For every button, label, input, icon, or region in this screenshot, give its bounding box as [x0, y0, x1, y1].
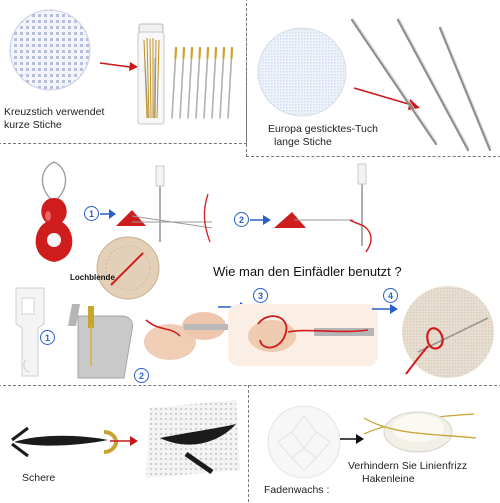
caption-hakenleine-line1: Verhindern Sie Linienfrizz — [348, 460, 468, 472]
label-lochblende: Lochblende — [70, 273, 115, 282]
needle-tube — [137, 23, 165, 125]
step-badge-2-bottom: 2 — [134, 368, 149, 383]
gold-eye-needles — [171, 46, 234, 119]
heading-threader-howto: Wie man den Einfädler benutzt ? — [213, 264, 402, 279]
threader-insert-needle — [116, 165, 213, 243]
caption-kreuzstich-line2: kurze Stiche — [4, 119, 62, 131]
scissors-on-fabric-photo — [146, 400, 240, 478]
caption-europa-line1: Europa gesticktes-Tuch — [268, 123, 378, 135]
thread-wax-puck — [267, 405, 341, 479]
step-badge-1-bottom: 1 — [40, 330, 55, 345]
caption-schere: Schere — [22, 472, 56, 484]
blue-arrow-step2 — [250, 215, 271, 225]
step-badge-1-top: 1 — [84, 206, 99, 221]
thread-snips-scissors — [11, 426, 119, 458]
red-arrow-right — [99, 62, 138, 71]
threader-pulled-thread — [274, 163, 372, 253]
black-arrow-fadenwachs — [340, 434, 364, 444]
panel-frame-bottom — [0, 385, 500, 503]
evenweave-fabric-circle — [257, 27, 347, 117]
caption-europa: Europa gesticktes-Tuch lange Stiche — [268, 123, 378, 149]
caption-kreuzstich: Kreuzstich verwendet kurze Stiche — [4, 106, 104, 132]
blue-arrow-step3-4 — [372, 304, 398, 314]
panel-frame-bottom-divider — [248, 385, 249, 502]
metal-threader-card — [68, 304, 133, 379]
caption-hakenleine: Verhindern Sie Linienfrizz Hakenleine — [348, 460, 467, 486]
step-badge-4-bottom: 4 — [383, 288, 398, 303]
step-badge-2-top: 2 — [234, 212, 249, 227]
caption-europa-line2: lange Stiche — [274, 136, 332, 148]
white-threader-card — [15, 287, 45, 377]
red-threader-gourd — [35, 161, 73, 262]
step-badge-3-bottom: 3 — [253, 288, 268, 303]
caption-fadenwachs: Fadenwachs : — [264, 484, 330, 496]
panel-frame-left-top — [0, 0, 247, 144]
long-tapestry-needles — [350, 17, 492, 152]
caption-kreuzstich-line1: Kreuzstich verwendet — [4, 106, 105, 118]
threaded-needle-fabric-photo — [402, 286, 494, 378]
wax-with-thread-photo — [363, 411, 477, 453]
lochblende-disc — [96, 236, 160, 300]
blue-arrow-step1 — [100, 209, 116, 219]
red-arrow-schere — [110, 436, 138, 446]
aida-fabric-circle — [9, 9, 91, 91]
caption-hakenleine-line2: Hakenleine — [362, 473, 415, 485]
thread-loop-photo — [228, 304, 378, 366]
hands-threading-photo — [144, 312, 228, 360]
